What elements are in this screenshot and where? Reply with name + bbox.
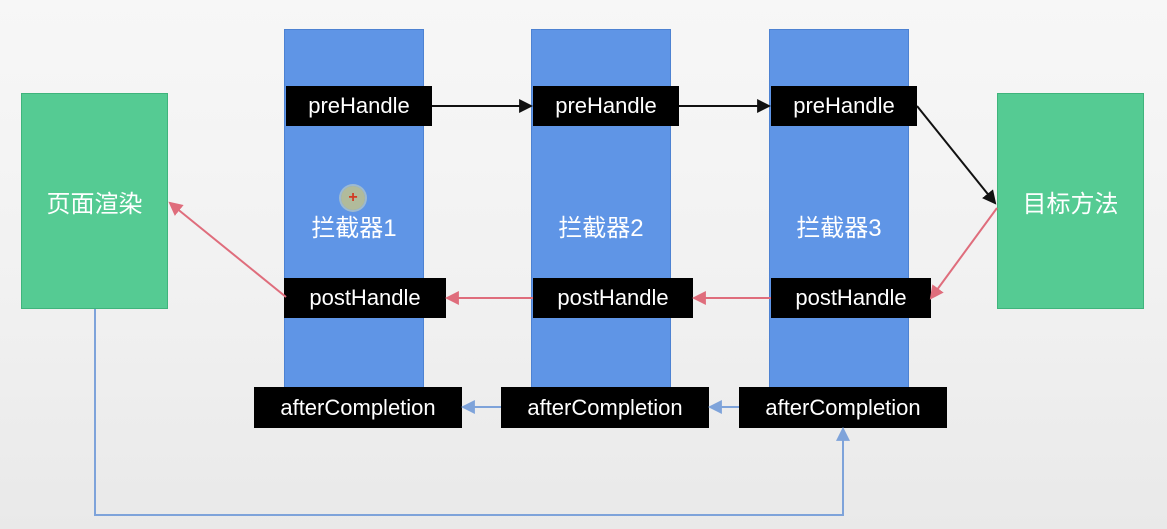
target-method-label: 目标方法 — [1022, 190, 1119, 218]
page-render-box: 页面渲染 — [21, 93, 168, 309]
posthandle-arrow-1-to-page — [168, 201, 287, 298]
interceptor-2-posthandle: postHandle — [533, 278, 693, 318]
plus-cursor-icon: + — [341, 186, 365, 210]
page-render-label: 页面渲染 — [46, 190, 143, 218]
page-render-to-aftercompletion-3-connector — [94, 309, 850, 516]
interceptor-1-posthandle: postHandle — [284, 278, 446, 318]
interceptor-2-label: 拦截器2 — [558, 215, 644, 242]
interceptor-3-label: 拦截器3 — [796, 215, 882, 242]
prehandle-arrow-3-to-target — [916, 105, 997, 205]
interceptor-3-prehandle: preHandle — [771, 86, 917, 126]
interceptor-1-prehandle: preHandle — [286, 86, 432, 126]
target-method-box: 目标方法 — [997, 93, 1144, 309]
interceptor-1-label: 拦截器1 — [311, 215, 397, 242]
interceptor-2-prehandle: preHandle — [533, 86, 679, 126]
interceptor-3-aftercompletion: afterCompletion — [739, 387, 947, 428]
interceptor-1-aftercompletion: afterCompletion — [254, 387, 462, 428]
interceptor-2-aftercompletion: afterCompletion — [501, 387, 709, 428]
posthandle-arrow-target-to-3 — [929, 207, 998, 300]
interceptor-3-posthandle: postHandle — [771, 278, 931, 318]
